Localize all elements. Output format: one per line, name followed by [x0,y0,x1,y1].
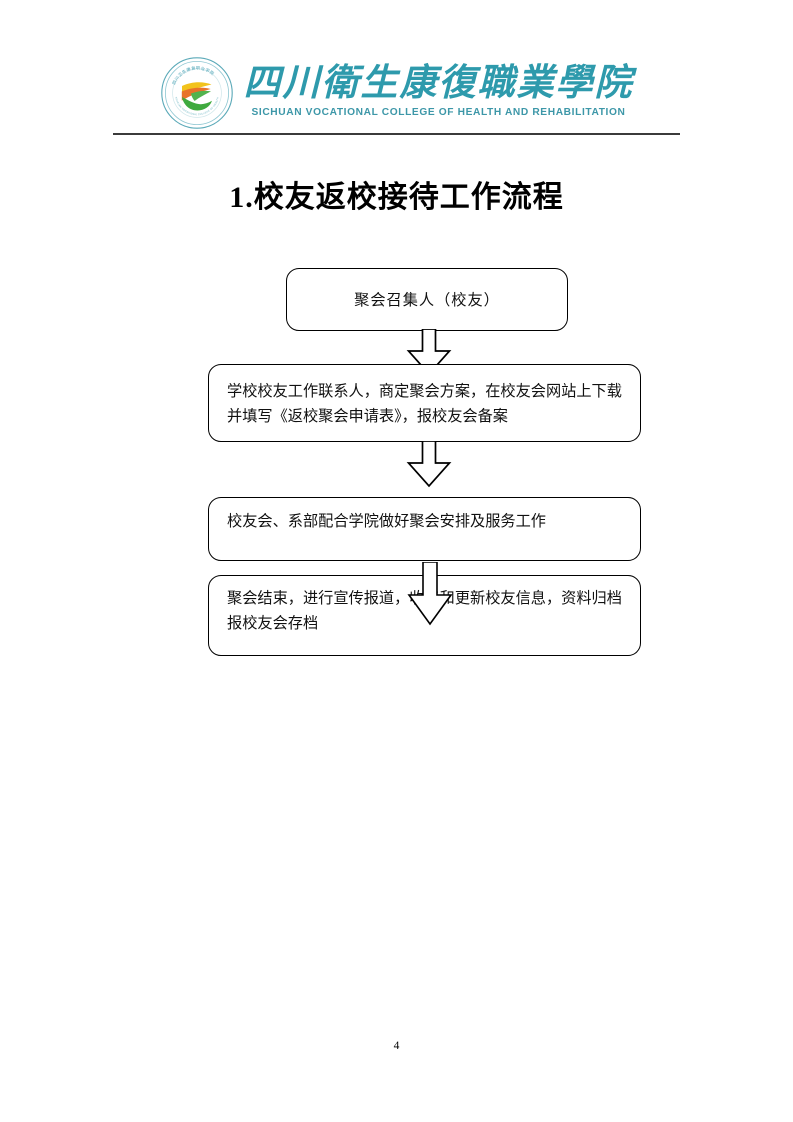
flow-node-2: 学校校友工作联系人，商定聚会方案，在校友会网站上下载并填写《返校聚会申请表》，报… [208,364,641,442]
header-divider [113,133,680,135]
flow-arrow-2-icon [404,441,454,489]
flow-arrow-1-icon [404,329,454,377]
letterhead: 四川卫生康复职业学院 SICHUAN VOCATIONAL COLLEGE OF… [0,52,793,134]
flow-node-2-label: 学校校友工作联系人，商定聚会方案，在校友会网站上下载并填写《返校聚会申请表》，报… [227,383,622,425]
school-name-en: SICHUAN VOCATIONAL COLLEGE OF HEALTH AND… [251,107,626,119]
page-title: 1.校友返校接待工作流程 [229,181,564,214]
letterhead-inner: 四川卫生康复职业学院 SICHUAN VOCATIONAL COLLEGE OF… [0,52,793,134]
school-emblem-icon: 四川卫生康复职业学院 SICHUAN VOCATIONAL COLLEGE OF… [160,56,234,130]
flow-node-1-label: 聚会召集人（校友） [354,292,500,309]
flow-node-3: 校友会、系部配合学院做好聚会安排及服务工作 [208,497,641,561]
page-number: 4 [393,1040,400,1052]
flow-node-3-label: 校友会、系部配合学院做好聚会安排及服务工作 [227,513,546,530]
flow-node-1: 聚会召集人（校友） [286,268,568,331]
flow-arrow-3-icon [404,562,456,628]
letterhead-wordmark: 四川衛生康復職業學院 SICHUAN VOCATIONAL COLLEGE OF… [243,63,634,119]
school-name-cn: 四川衛生康復職業學院 [243,63,634,105]
